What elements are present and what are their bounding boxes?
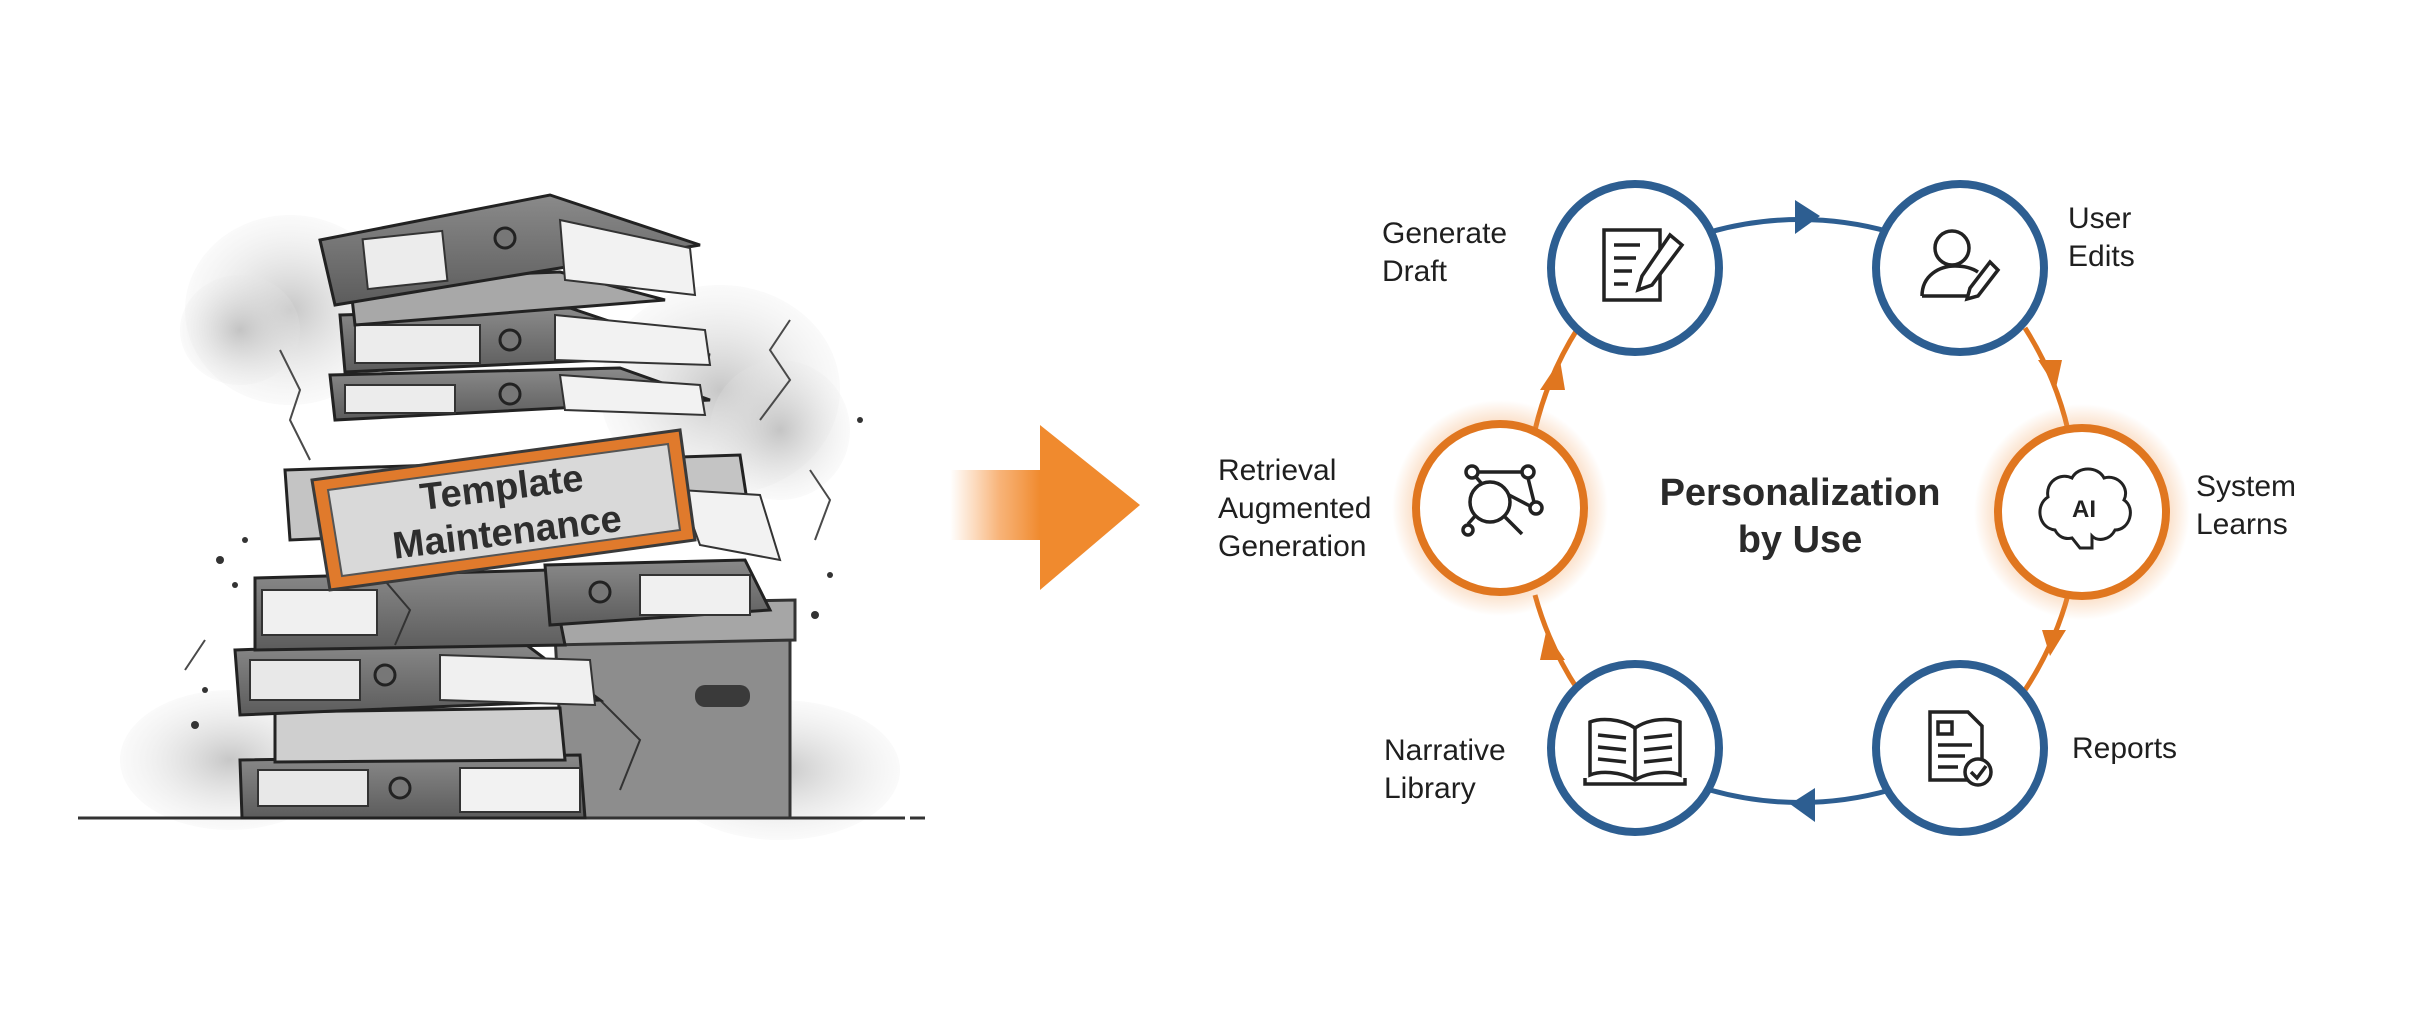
document-pencil-icon bbox=[1602, 228, 1685, 302]
node-generate-draft: Generate Draft bbox=[1382, 180, 1723, 356]
arrowhead-4 bbox=[1790, 788, 1815, 822]
ai-icon-text: AI bbox=[2072, 496, 2096, 523]
label-rag-2: Augmented bbox=[1218, 492, 1371, 525]
binder-stack-illustration: Template Maintenance bbox=[78, 193, 925, 840]
ai-brain-icon: AI bbox=[2038, 467, 2132, 550]
node-narrative-library: Narrative Library bbox=[1384, 660, 1723, 836]
arrowhead-5 bbox=[1540, 632, 1565, 660]
label-narrative-library-1: Narrative bbox=[1384, 734, 1506, 767]
arrowhead-2 bbox=[2038, 360, 2062, 388]
label-system-learns-2: Learns bbox=[2196, 508, 2288, 541]
storage-box bbox=[548, 598, 797, 820]
user-pencil-icon bbox=[1920, 229, 2001, 302]
label-generate-draft-2: Draft bbox=[1382, 255, 1448, 288]
label-rag-3: Generation bbox=[1218, 530, 1366, 563]
template-maintenance-sign: Template Maintenance bbox=[310, 428, 697, 592]
label-rag-1: Retrieval bbox=[1218, 454, 1336, 487]
node-system-learns: AI System Learns bbox=[1974, 404, 2296, 620]
crack-lines bbox=[184, 319, 832, 671]
node-circle bbox=[1872, 660, 2048, 836]
label-generate-draft-1: Generate bbox=[1382, 217, 1507, 250]
debris bbox=[191, 417, 863, 729]
open-book-icon bbox=[1583, 717, 1687, 786]
node-circle bbox=[1412, 420, 1588, 596]
personalization-cycle: Personalization by Use Generate Draft bbox=[1218, 180, 2296, 836]
center-title-line-1: Personalization bbox=[1660, 472, 1941, 514]
report-check-icon bbox=[1928, 710, 1993, 787]
center-title-line-2: by Use bbox=[1738, 519, 1863, 561]
cycle-arrowheads bbox=[1540, 200, 2066, 822]
node-retrieval-augmented-generation: Retrieval Augmented Generation bbox=[1218, 400, 1608, 616]
label-system-learns-1: System bbox=[2196, 470, 2296, 503]
node-circle bbox=[1994, 424, 2170, 600]
label-user-edits-2: Edits bbox=[2068, 240, 2135, 273]
node-reports: Reports bbox=[1872, 660, 2177, 836]
connector-library-to-rag bbox=[1532, 594, 1581, 692]
node-circle bbox=[1547, 180, 1723, 356]
node-circle bbox=[1872, 180, 2048, 356]
label-user-edits-1: User bbox=[2068, 202, 2131, 235]
arrowhead-1 bbox=[1795, 200, 1820, 234]
label-reports: Reports bbox=[2072, 732, 2177, 765]
arrowhead-6 bbox=[1540, 360, 1565, 390]
search-network-icon bbox=[1461, 464, 1544, 537]
node-user-edits: User Edits bbox=[1872, 180, 2135, 356]
arrowhead-3 bbox=[2042, 630, 2066, 656]
label-narrative-library-2: Library bbox=[1384, 772, 1476, 805]
transition-arrow bbox=[950, 425, 1140, 590]
